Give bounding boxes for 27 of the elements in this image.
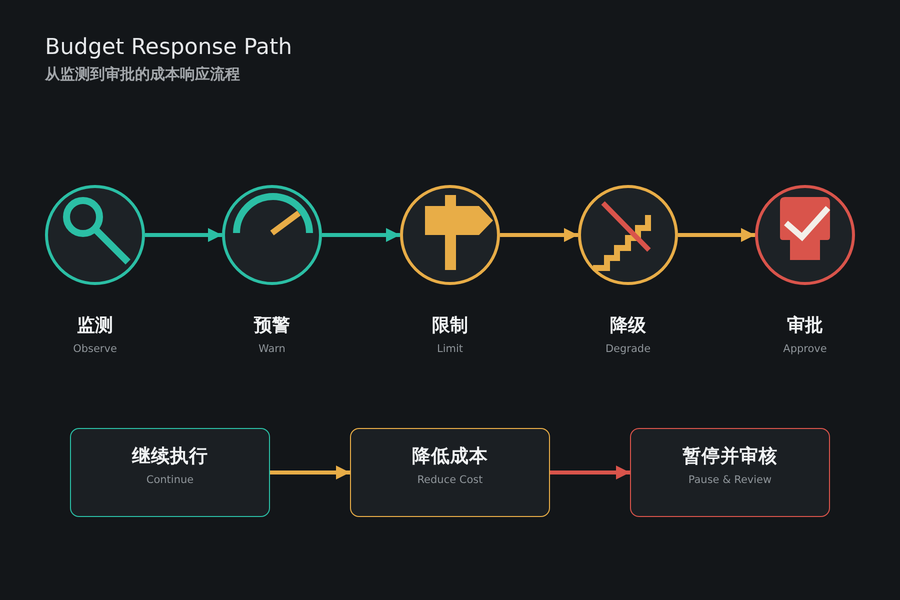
diagram-title: Budget Response Path [45, 34, 292, 61]
step-title: 暂停并审核 [682, 446, 778, 468]
step-subtitle: Continue [146, 473, 194, 487]
step-title: 监测 [77, 315, 113, 337]
step-caption: Warn [258, 342, 286, 356]
step-title: 限制 [432, 315, 468, 337]
arrow [500, 228, 578, 242]
step-subtitle: Reduce Cost [417, 473, 483, 487]
outcome-box [630, 428, 830, 517]
arrow [145, 228, 222, 242]
step-title: 降低成本 [412, 446, 488, 468]
step-caption: Approve [783, 342, 827, 356]
step-title: 预警 [254, 315, 290, 337]
arrow [550, 466, 630, 480]
step-title: 审批 [787, 315, 823, 337]
diagram-subtitle: 从监测到审批的成本响应流程 [45, 65, 240, 84]
step-caption: Observe [73, 342, 117, 356]
step-title: 继续执行 [132, 446, 208, 468]
outcome-box [350, 428, 550, 517]
step-caption: Limit [436, 342, 464, 356]
step-caption: Degrade [605, 342, 651, 356]
outcome-box [70, 428, 270, 517]
arrow [678, 228, 755, 242]
arrow [270, 466, 350, 480]
step-title: 降级 [610, 315, 646, 337]
arrow [322, 228, 400, 242]
step-subtitle: Pause & Review [688, 473, 772, 487]
